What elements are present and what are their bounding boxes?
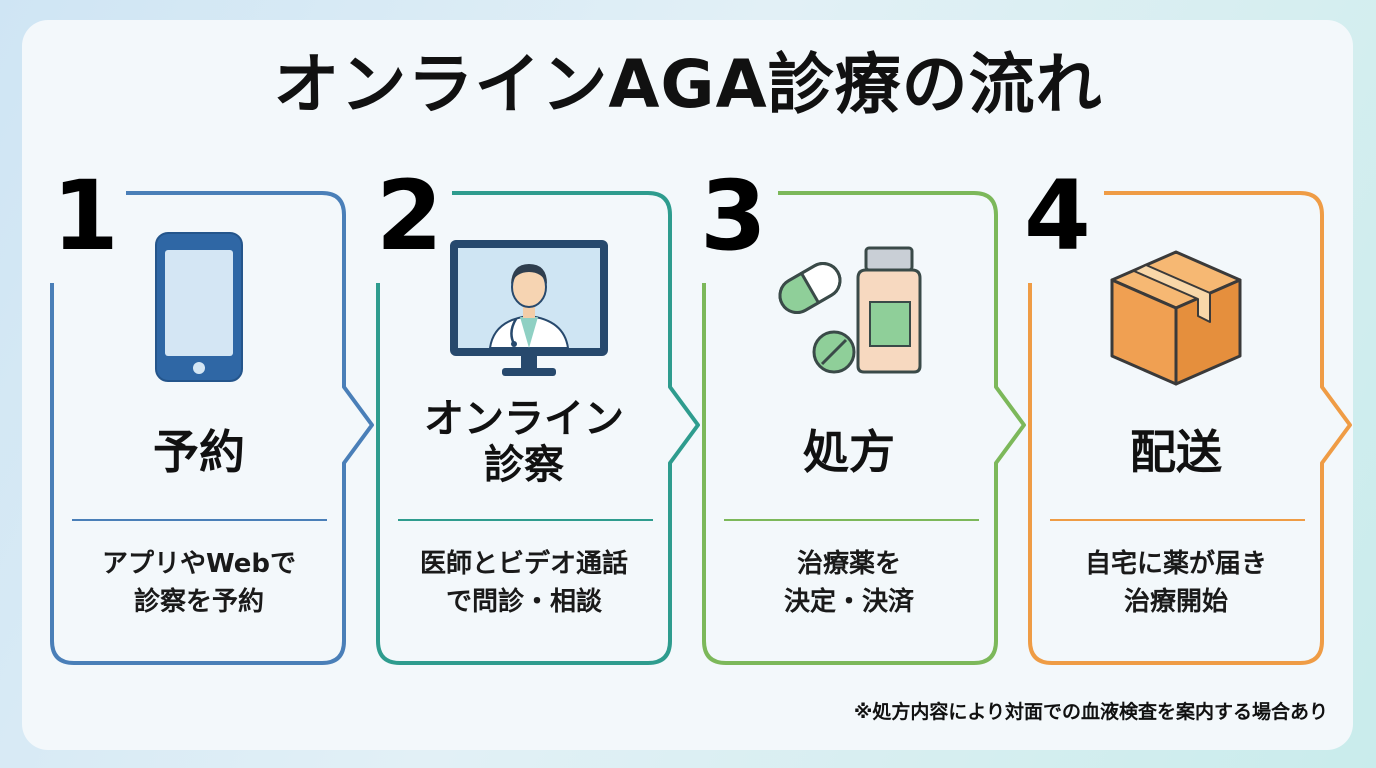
medicine-icon [778, 246, 922, 374]
step-title-line: オンライン [424, 396, 624, 442]
step-divider-2 [398, 519, 653, 521]
smartphone-icon [155, 232, 243, 382]
step-title-line: 予約 [153, 425, 245, 479]
step-divider-4 [1050, 519, 1305, 521]
step-description-4: 自宅に薬が届き 治療開始 [1036, 546, 1316, 621]
step-title-line: 配送 [1130, 425, 1222, 479]
step-card-4 [1028, 191, 1352, 665]
step-description-2: 医師とビデオ通話 で問診・相談 [384, 546, 664, 621]
step-number-2: 2 [376, 160, 443, 272]
step-divider-3 [724, 519, 979, 521]
step-title-1: 予約 [59, 426, 339, 479]
main-panel [22, 20, 1353, 750]
step-description-line: 診察を予約 [133, 586, 264, 617]
step-title-4: 配送 [1036, 426, 1316, 479]
step-number-3: 3 [700, 160, 767, 272]
step-title-3: 処方 [709, 426, 989, 479]
step-description-line: で問診・相談 [445, 586, 602, 617]
step-description-line: アプリやWebで [102, 549, 296, 579]
step-divider-1 [72, 519, 327, 521]
step-number-1: 1 [52, 160, 119, 272]
step-title-line: 処方 [803, 425, 895, 479]
step-description-1: アプリやWebで 診察を予約 [59, 546, 339, 621]
step-card-3 [702, 191, 1026, 665]
step-title-line: 診察 [484, 442, 564, 488]
step-description-3: 治療薬を 決定・決済 [709, 546, 989, 621]
step-number-4: 4 [1024, 160, 1091, 272]
footnote: ※処方内容により対面での血液検査を案内する場合あり [853, 701, 1328, 723]
step-description-line: 自宅に薬が届き [1084, 549, 1267, 579]
step-description-line: 治療薬を [796, 549, 901, 579]
step-description-line: 治療開始 [1123, 586, 1228, 617]
step-description-line: 医師とビデオ通話 [419, 549, 628, 579]
step-card-1 [50, 191, 374, 665]
step-title-2: オンライン 診察 [384, 396, 664, 488]
package-box-icon [1110, 250, 1242, 386]
step-card-2 [376, 191, 700, 665]
doctor-monitor-icon [450, 240, 608, 376]
step-description-line: 決定・決済 [783, 586, 914, 617]
page-title: オンラインAGA診療の流れ [273, 46, 1103, 123]
